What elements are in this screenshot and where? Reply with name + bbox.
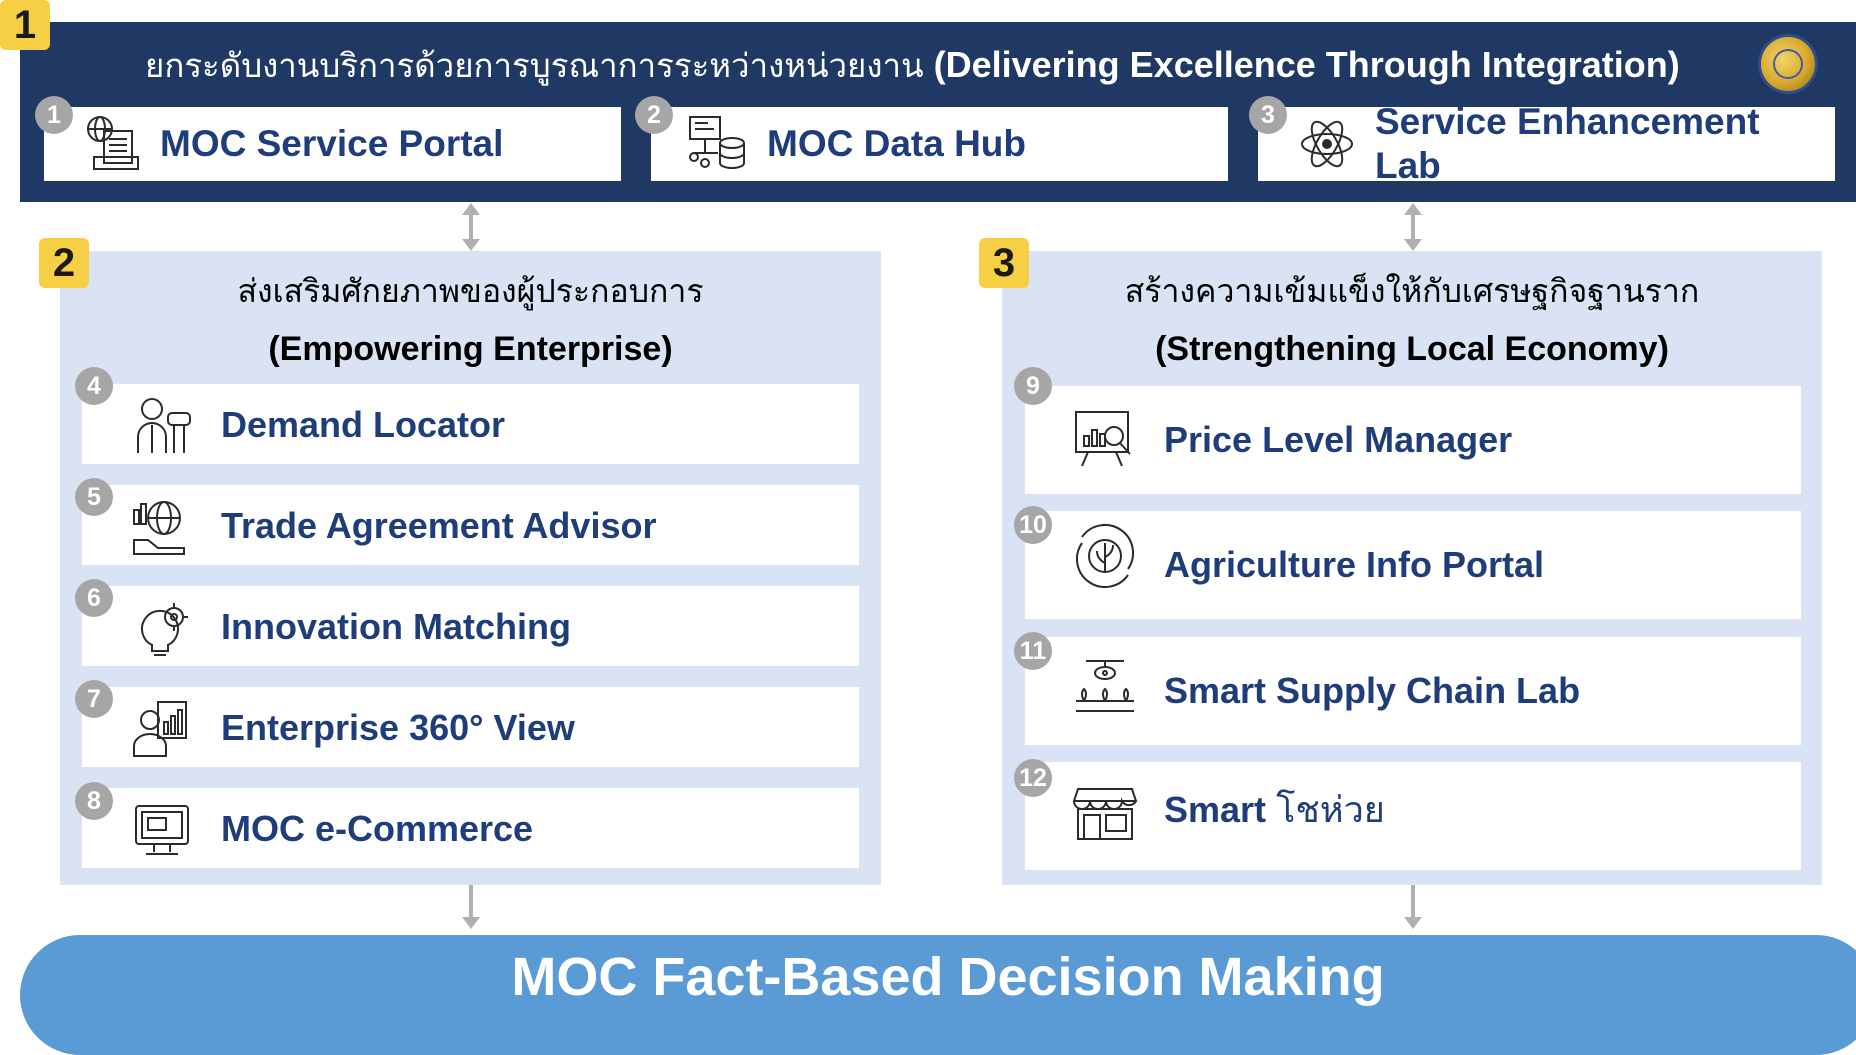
agriculture-leaf-icon <box>1072 523 1138 589</box>
number-badge-5: 5 <box>75 478 113 516</box>
item-price-level-manager[interactable] <box>1025 386 1801 494</box>
item-label-trade-agreement: Trade Agreement Advisor <box>221 505 657 546</box>
banner-title-english: (Delivering Excellence Through Integrati… <box>933 44 1680 85</box>
number-badge-12: 12 <box>1014 759 1052 797</box>
connector-down-right-line <box>1411 885 1415 919</box>
business-person-icon <box>130 395 192 455</box>
connector-line-left <box>469 213 473 241</box>
number-badge-8: 8 <box>75 782 113 820</box>
globe-document-icon <box>84 113 144 173</box>
atom-icon <box>1298 115 1356 173</box>
item-label-smart-chohuay: Smart โชห่วย <box>1164 784 1385 837</box>
ecommerce-monitor-icon <box>132 800 192 860</box>
panel-title-left-english: (Empowering Enterprise) <box>268 330 673 368</box>
number-badge-3: 3 <box>1249 96 1287 134</box>
drone-farm-icon <box>1072 655 1138 721</box>
connector-arrow-up-right <box>1404 203 1422 215</box>
card-label-service-enhancement: Service Enhancement Lab <box>1375 100 1760 188</box>
panel-title-right-thai: สร้างความเข้มแข็งให้กับเศรษฐกิจฐานราก <box>1124 272 1700 310</box>
card-service-enhancement-lab[interactable] <box>1258 107 1835 181</box>
item-demand-locator[interactable] <box>82 384 859 464</box>
item-label-smart: Smart <box>1164 789 1267 830</box>
section-badge-3: 3 <box>979 238 1029 288</box>
section-badge-1: 1 <box>0 0 50 50</box>
item-label-price-level: Price Level Manager <box>1164 419 1513 460</box>
connector-down-right-arrow <box>1404 917 1422 929</box>
card-label-line1: Service Enhancement <box>1375 101 1760 142</box>
card-label-line2: Lab <box>1375 145 1441 186</box>
panel-title-right: สร้างความเข้มแข็งให้กับเศรษฐกิจฐานราก (S… <box>1002 262 1822 378</box>
number-badge-1: 1 <box>35 96 73 134</box>
storefront-icon <box>1072 783 1138 843</box>
number-badge-2: 2 <box>635 96 673 134</box>
number-badge-4: 4 <box>75 367 113 405</box>
item-label-e-commerce: MOC e-Commerce <box>221 808 534 849</box>
item-agriculture-info-portal[interactable] <box>1025 511 1801 619</box>
item-label-demand-locator: Demand Locator <box>221 404 506 445</box>
panel-title-left-thai: ส่งเสริมศักยภาพของผู้ประกอบการ <box>237 272 704 310</box>
item-label-agriculture: Agriculture Info Portal <box>1164 544 1545 585</box>
global-trade-icon <box>130 496 192 556</box>
banner-title: ยกระดับงานบริการด้วยการบูรณาการระหว่างหน… <box>145 40 1745 90</box>
item-label-innovation-matching: Innovation Matching <box>221 606 571 647</box>
ministry-seal-icon <box>1758 34 1818 94</box>
connector-arrow-up-left <box>462 203 480 215</box>
number-badge-6: 6 <box>75 579 113 617</box>
card-moc-data-hub[interactable] <box>651 107 1228 181</box>
data-hub-icon <box>688 113 748 175</box>
card-moc-service-portal[interactable] <box>44 107 621 181</box>
number-badge-11: 11 <box>1014 632 1052 670</box>
analyst-dashboard-icon <box>130 698 192 760</box>
item-label-enterprise-360: Enterprise 360° View <box>221 707 575 748</box>
card-label-data-hub: MOC Data Hub <box>767 123 1026 164</box>
connector-line-right <box>1411 213 1415 241</box>
number-badge-9: 9 <box>1014 367 1052 405</box>
connector-down-left-arrow <box>462 917 480 929</box>
item-trade-agreement-advisor[interactable] <box>82 485 859 565</box>
connector-arrow-down-left <box>462 239 480 251</box>
panel-title-left: ส่งเสริมศักยภาพของผู้ประกอบการ (Empoweri… <box>60 262 881 378</box>
banner-title-thai: ยกระดับงานบริการด้วยการบูรณาการระหว่างหน… <box>145 46 924 85</box>
panel-empowering-enterprise <box>60 251 881 885</box>
item-moc-e-commerce[interactable] <box>82 788 859 868</box>
price-analysis-board-icon <box>1072 408 1138 470</box>
connector-arrow-down-right <box>1404 239 1422 251</box>
item-label-supply-chain: Smart Supply Chain Lab <box>1164 670 1581 711</box>
panel-title-right-english: (Strengthening Local Economy) <box>1155 330 1669 368</box>
section-badge-2: 2 <box>39 238 89 288</box>
decision-making-label: MOC Fact-Based Decision Making <box>511 947 1385 1007</box>
card-label-service-portal: MOC Service Portal <box>160 123 504 164</box>
number-badge-10: 10 <box>1014 506 1052 544</box>
item-innovation-matching[interactable] <box>82 586 859 666</box>
item-smart-supply-chain-lab[interactable] <box>1025 637 1801 745</box>
innovation-bulb-icon <box>130 597 192 659</box>
item-label-chohuay: โชห่วย <box>1276 790 1385 831</box>
item-enterprise-360-view[interactable] <box>82 687 859 767</box>
number-badge-7: 7 <box>75 680 113 718</box>
item-smart-chohuay[interactable] <box>1025 762 1801 870</box>
connector-down-left-line <box>469 885 473 919</box>
